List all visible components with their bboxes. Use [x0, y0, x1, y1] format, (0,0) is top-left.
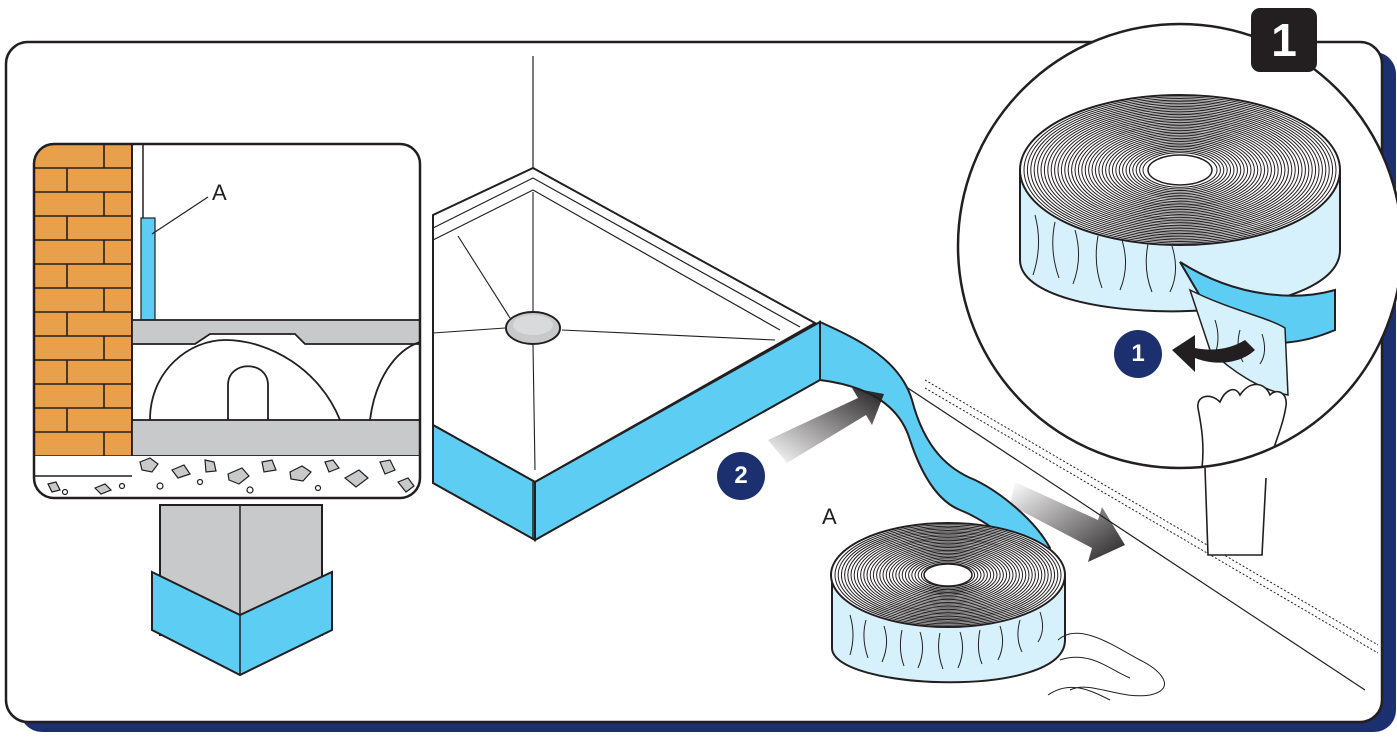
- roll-label: A: [822, 506, 837, 528]
- cross-section-detail: [34, 144, 420, 498]
- peel-step-marker: 1: [1114, 330, 1162, 378]
- apply-step-marker: 2: [717, 452, 765, 500]
- step-number-badge: 1: [1251, 8, 1317, 72]
- detail-tape-label: A: [212, 182, 227, 204]
